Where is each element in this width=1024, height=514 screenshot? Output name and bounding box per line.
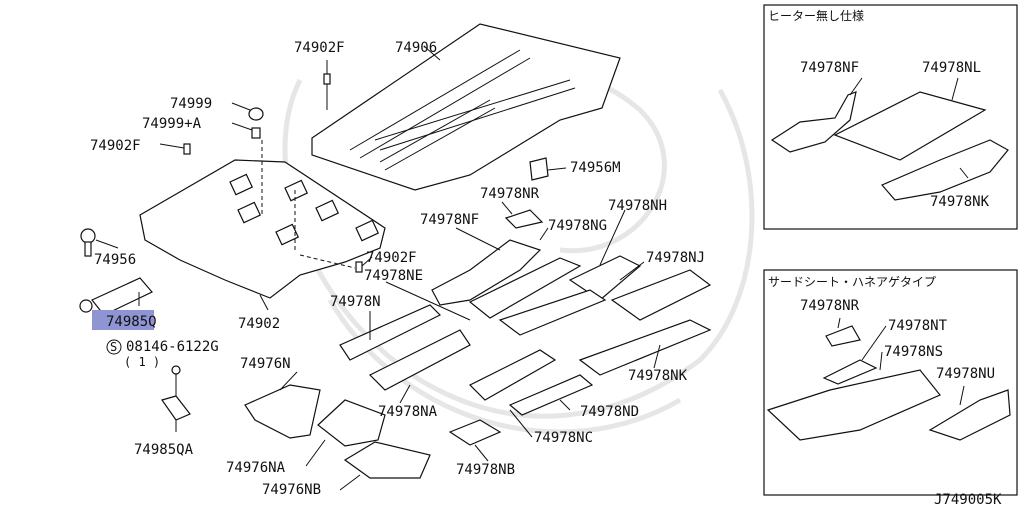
- inset-bottom-label-nu: 74978NU: [936, 366, 995, 382]
- part-74978nr-mat[interactable]: [504, 209, 544, 229]
- part-74976n-side[interactable]: [244, 384, 321, 439]
- main-labels: 74906 74902F 74999 74999+A 74902F 74956M…: [90, 40, 705, 498]
- label-74978nr: 74978NR: [480, 186, 540, 202]
- label-74976nb: 74976NB: [262, 482, 321, 498]
- inset-bottom-part-ns[interactable]: [766, 369, 941, 441]
- part-74978nc-mat[interactable]: [468, 349, 557, 401]
- part-74985qa-bracket[interactable]: [161, 365, 191, 421]
- inset-top-label-nl: 74978NL: [922, 60, 981, 76]
- inset-top-title: ヒーター無し仕様: [768, 8, 864, 23]
- part-74976na-side[interactable]: [317, 399, 386, 447]
- label-74978ng: 74978NG: [548, 218, 607, 234]
- label-74999a: 74999+A: [142, 116, 202, 132]
- label-74978nd: 74978ND: [580, 404, 639, 420]
- part-74956-pin[interactable]: [80, 228, 96, 257]
- label-74902f-top: 74902F: [294, 40, 345, 56]
- screw-symbol: [106, 339, 122, 355]
- inset-top-part-nl[interactable]: [833, 91, 987, 161]
- inset-top-frame: [763, 4, 1018, 230]
- label-74978na: 74978NA: [378, 404, 438, 420]
- label-74985q[interactable]: 74985Q: [106, 314, 157, 330]
- part-74978na-mat[interactable]: [368, 329, 471, 391]
- label-74999: 74999: [170, 96, 212, 112]
- label-74976na: 74976NA: [226, 460, 286, 476]
- label-74978ne: 74978NE: [364, 268, 423, 284]
- label-74902f-left: 74902F: [90, 138, 141, 154]
- part-74902f-mid-fastener[interactable]: [355, 261, 363, 273]
- label-08146-s: S: [110, 340, 117, 354]
- part-74976nb-side[interactable]: [343, 441, 431, 479]
- inset-top-label-nf: 74978NF: [800, 60, 859, 76]
- label-74956m: 74956M: [570, 160, 621, 176]
- part-74902f-top-fastener[interactable]: [323, 60, 331, 110]
- inset-bottom-label-nr: 74978NR: [800, 298, 860, 314]
- inset-top-part-nf[interactable]: [770, 91, 857, 153]
- diagram-code: J749005K: [934, 492, 1002, 508]
- label-74978nk: 74978NK: [628, 368, 688, 384]
- part-74906-floor-panel[interactable]: [311, 23, 621, 191]
- inset-bottom-part-nt[interactable]: [822, 359, 878, 385]
- inset-bottom-label-ns: 74978NS: [884, 344, 943, 360]
- label-74978nh: 74978NH: [608, 198, 667, 214]
- label-74978nb: 74978NB: [456, 462, 515, 478]
- label-74956: 74956: [94, 252, 136, 268]
- label-74902f-mid: 74902F: [366, 250, 417, 266]
- label-74978nj: 74978NJ: [646, 250, 705, 266]
- inset-bottom-third-seat: サードシート・ハネアゲタイプ 74978NR 74978NT 74978NS 7…: [763, 269, 1018, 496]
- inset-top-label-nk: 74978NK: [930, 194, 990, 210]
- part-74902f-left-fastener[interactable]: [183, 143, 191, 155]
- inset-bottom-label-nt: 74978NT: [888, 318, 948, 334]
- part-74978ng-mat[interactable]: [468, 257, 582, 319]
- label-74978n: 74978N: [330, 294, 381, 310]
- part-74978nj-mat[interactable]: [610, 269, 712, 321]
- label-74978nf: 74978NF: [420, 212, 479, 228]
- label-08146-qty: ( 1 ): [124, 355, 160, 369]
- label-74976n: 74976N: [240, 356, 291, 372]
- label-74978nc: 74978NC: [534, 430, 593, 446]
- label-74906: 74906: [395, 40, 437, 56]
- part-74978n-mat[interactable]: [339, 304, 442, 361]
- inset-top-part-nk[interactable]: [881, 139, 1009, 201]
- highlight-74985q: [92, 310, 154, 330]
- inset-bottom-part-nr[interactable]: [825, 325, 861, 347]
- part-74956m-block[interactable]: [529, 157, 549, 181]
- part-74999-clip[interactable]: [248, 107, 264, 139]
- part-74978nb-mat[interactable]: [448, 419, 502, 446]
- part-74978nd-mat[interactable]: [508, 374, 594, 416]
- part-74978nk-mat[interactable]: [578, 319, 712, 376]
- label-74902: 74902: [238, 316, 280, 332]
- part-74978ne-mat[interactable]: [498, 289, 607, 336]
- label-08146: 08146-6122G: [126, 339, 219, 355]
- inset-bottom-frame: [763, 269, 1018, 496]
- inset-bottom-title: サードシート・ハネアゲタイプ: [768, 275, 936, 289]
- label-74985qa: 74985QA: [134, 442, 194, 458]
- leader-lines: [95, 46, 661, 491]
- inset-bottom-part-nu[interactable]: [928, 389, 1011, 441]
- inset-top-no-heater: ヒーター無し仕様 74978NF 74978NL 74978NK: [763, 4, 1018, 230]
- part-74902-floor-board[interactable]: [139, 140, 386, 299]
- part-74985q-bracket[interactable]: [79, 277, 153, 316]
- part-74978nf-mat[interactable]: [431, 239, 542, 306]
